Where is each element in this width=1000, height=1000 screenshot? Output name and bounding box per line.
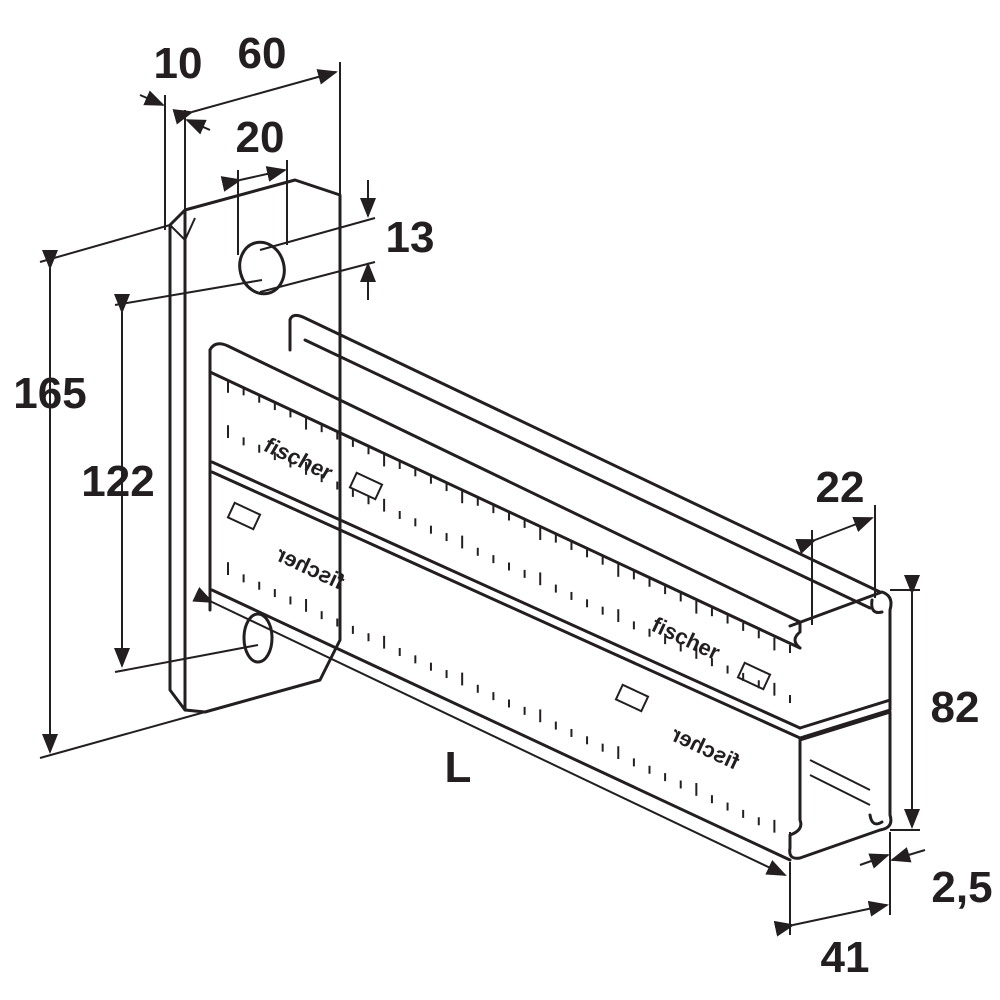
dim-hole-width: 20	[236, 113, 285, 162]
svg-text:fischer: fischer	[667, 721, 743, 774]
dim-profile-width: 41	[821, 933, 870, 982]
scale-ticks	[227, 380, 791, 840]
svg-text:fischer: fischer	[648, 612, 724, 665]
dim-plate-height: 165	[13, 369, 86, 418]
dim-length: L	[445, 743, 472, 792]
back-plate	[168, 178, 342, 714]
channel-profile	[208, 342, 893, 862]
top-rail	[288, 313, 882, 610]
dim-slot-width: 22	[816, 463, 865, 512]
dim-hole-spacing: 122	[81, 457, 154, 506]
upper-hole	[238, 240, 286, 296]
dim-hole-height: 13	[386, 213, 435, 262]
svg-text:fischer: fischer	[272, 541, 348, 594]
dim-wall-thickness: 2,5	[931, 863, 992, 912]
dimension-lines	[39, 62, 926, 937]
svg-text:fischer: fischer	[259, 433, 337, 485]
dim-plate-width: 60	[238, 29, 287, 78]
dim-plate-thickness: 10	[154, 39, 203, 88]
lower-hole	[242, 612, 274, 664]
dim-profile-height: 82	[931, 683, 980, 732]
